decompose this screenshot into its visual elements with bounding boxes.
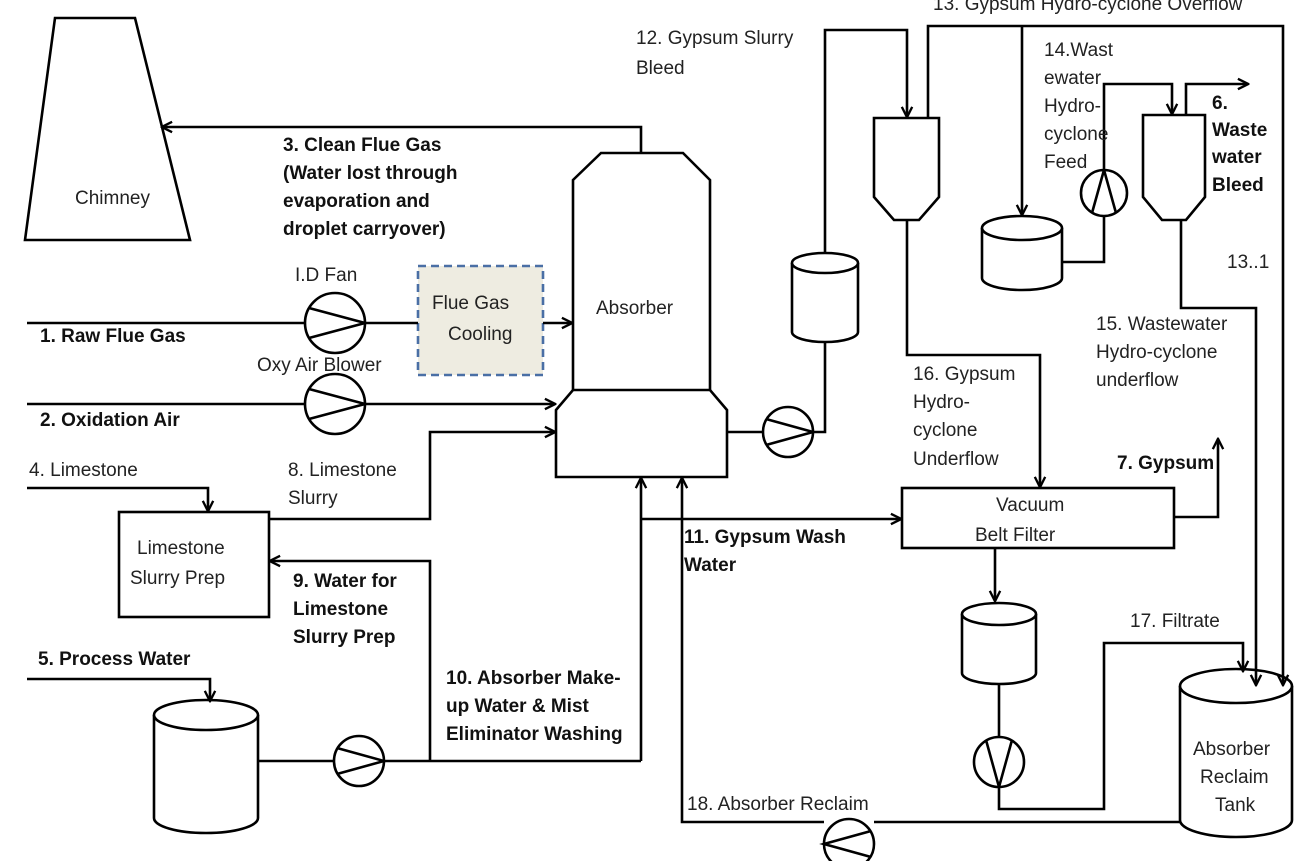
svg-text:Hydro-: Hydro- <box>913 392 970 413</box>
stream-6-line <box>1184 84 1247 115</box>
svg-text:Cooling: Cooling <box>448 324 512 345</box>
absorber-reclaim-tank-label: Absorber <box>1193 739 1271 760</box>
wastewater-feed-pump <box>1079 165 1129 218</box>
reclaim-pump <box>819 817 876 861</box>
svg-text:Tank: Tank <box>1215 795 1256 816</box>
stream-18-label: 18. Absorber Reclaim <box>687 794 869 815</box>
stream-12-line <box>813 342 827 434</box>
svg-text:underflow: underflow <box>1096 370 1179 391</box>
wastewater-tank <box>980 214 1064 292</box>
stream-13-1-label: 13..1 <box>1227 252 1269 273</box>
svg-text:Reclaim: Reclaim <box>1200 767 1269 788</box>
svg-text:Feed: Feed <box>1044 152 1087 173</box>
svg-text:Waste: Waste <box>1212 120 1267 141</box>
svg-text:evaporation and: evaporation and <box>283 191 430 212</box>
svg-text:cyclone: cyclone <box>913 420 977 441</box>
svg-text:Limestone: Limestone <box>293 599 388 620</box>
chimney <box>23 16 192 242</box>
svg-text:Slurry: Slurry <box>288 488 338 509</box>
svg-text:Eliminator Washing: Eliminator Washing <box>446 724 623 745</box>
svg-text:Underflow: Underflow <box>913 449 999 470</box>
gypsum-hydro-cyclone <box>872 116 941 222</box>
stream-8-line <box>269 432 554 521</box>
stream-16-label: 16. Gypsum <box>913 364 1015 385</box>
stream-9-label: 9. Water for <box>293 571 397 592</box>
stream-12-label: 12. Gypsum Slurry <box>636 28 794 49</box>
stream-7-label: 7. Gypsum <box>1117 453 1214 474</box>
flue-gas-cooling <box>416 264 545 377</box>
process-water-tank <box>152 698 260 835</box>
stream-17-line <box>997 641 1243 811</box>
stream-7-line <box>1174 440 1218 519</box>
stream-4-line <box>27 486 208 510</box>
stream-11-label: 11. Gypsum Wash <box>684 527 846 548</box>
filtrate-pump <box>972 735 1026 792</box>
limestone-slurry-prep-label: Limestone <box>137 538 225 559</box>
flue-gas-cooling-label: Flue Gas <box>432 293 509 314</box>
stream-8-label: 8. Limestone <box>288 460 397 481</box>
limestone-slurry-prep <box>117 510 271 619</box>
stream-15-line <box>1179 220 1256 684</box>
svg-text:Slurry Prep: Slurry Prep <box>293 627 395 648</box>
svg-text:droplet carryover): droplet carryover) <box>283 219 446 240</box>
svg-text:cyclone: cyclone <box>1044 124 1108 145</box>
absorber-reclaim-tank <box>1178 667 1294 839</box>
stream-16-line <box>905 220 1040 486</box>
gypsum-bleed-pump <box>761 405 818 459</box>
stream-9-line <box>271 561 432 761</box>
id-fan <box>303 291 371 355</box>
absorber-label: Absorber <box>596 298 674 319</box>
svg-text:ewater: ewater <box>1044 68 1102 89</box>
svg-text:Water: Water <box>684 555 737 576</box>
process-water-pump <box>332 734 389 788</box>
stream-4-label: 4. Limestone <box>29 460 138 481</box>
svg-text:Bleed: Bleed <box>1212 175 1264 196</box>
svg-text:up Water & Mist: up Water & Mist <box>446 696 590 717</box>
chimney-label: Chimney <box>75 188 150 209</box>
stream-6-label: 6. <box>1212 93 1228 114</box>
absorber-sump <box>554 388 729 479</box>
svg-text:Belt Filter: Belt Filter <box>975 525 1056 546</box>
vacuum-belt-filter-label: Vacuum <box>996 495 1064 516</box>
oxy-air-blower <box>303 372 371 436</box>
stream-15-label: 15. Wastewater <box>1096 314 1228 335</box>
svg-text:Bleed: Bleed <box>636 58 685 79</box>
oxy-air-blower-label: Oxy Air Blower <box>257 355 382 376</box>
stream-10-label: 10. Absorber Make- <box>446 668 621 689</box>
svg-text:(Water lost through: (Water lost through <box>283 163 458 184</box>
stream-2-label: 2. Oxidation Air <box>40 410 180 431</box>
stream-14-line <box>1062 217 1106 264</box>
svg-text:Hydro-cyclone: Hydro-cyclone <box>1096 342 1217 363</box>
filtrate-tank <box>960 601 1038 686</box>
id-fan-label: I.D Fan <box>295 265 357 286</box>
stream-13-label: 13. Gypsum Hydro-cyclone Overflow <box>933 0 1243 15</box>
svg-text:Slurry Prep: Slurry Prep <box>130 568 225 589</box>
stream-5-label: 5. Process Water <box>38 649 191 670</box>
gypsum-bleed-tank <box>790 251 860 344</box>
stream-5-line <box>27 677 210 700</box>
stream-17-label: 17. Filtrate <box>1130 611 1220 632</box>
absorber-vessel <box>571 151 712 390</box>
stream-3-line <box>163 127 643 153</box>
stream-1-label: 1. Raw Flue Gas <box>40 326 186 347</box>
stream-14-label: 14.Wast <box>1044 40 1114 61</box>
svg-text:water: water <box>1211 147 1262 168</box>
stream-3-label: 3. Clean Flue Gas <box>283 135 441 156</box>
wastewater-hydro-cyclone <box>1141 113 1207 222</box>
svg-text:Hydro-: Hydro- <box>1044 96 1101 117</box>
stream-13-line <box>926 24 1283 684</box>
